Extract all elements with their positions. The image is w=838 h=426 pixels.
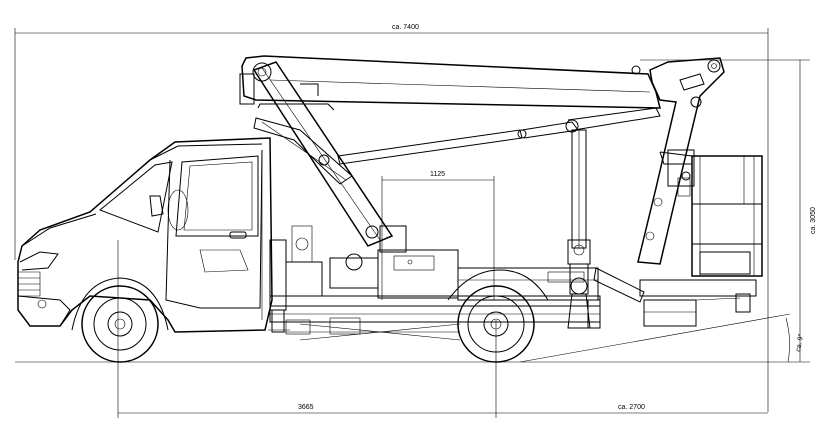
rear-bumper bbox=[547, 271, 601, 329]
dimension-departure-angle: ca. 9° bbox=[519, 313, 805, 363]
rear-outrigger bbox=[593, 267, 757, 327]
wheelbase-label: 3665 bbox=[298, 404, 314, 411]
platform-width-label: 1125 bbox=[430, 171, 445, 178]
dimension-platform-width: 1125 bbox=[381, 171, 495, 300]
chassis-frame bbox=[269, 295, 601, 341]
rear-overhang-label: ca. 2700 bbox=[618, 404, 645, 411]
rear-wheel bbox=[447, 269, 549, 363]
front-outrigger bbox=[268, 239, 290, 333]
van-cab bbox=[17, 137, 273, 333]
support-column bbox=[567, 129, 591, 329]
dimension-wheelbase: 3665 bbox=[117, 240, 497, 418]
dimension-rear-overhang: ca. 2700 bbox=[496, 404, 768, 414]
overall-length-label: ca. 7400 bbox=[392, 24, 419, 31]
dimension-overall-height: ca. 3050 bbox=[520, 59, 817, 363]
departure-angle-label: ca. 9° bbox=[794, 333, 805, 352]
boom-cylinder bbox=[337, 107, 661, 165]
equipment-box bbox=[377, 249, 599, 301]
jib-arm bbox=[637, 57, 725, 265]
front-wheel bbox=[81, 285, 159, 363]
overall-height-label: ca. 3050 bbox=[810, 207, 817, 234]
dimension-overall-length: ca. 7400 bbox=[14, 24, 769, 412]
turntable bbox=[285, 225, 407, 297]
lower-boom bbox=[252, 61, 394, 247]
platform-basket bbox=[659, 151, 763, 277]
